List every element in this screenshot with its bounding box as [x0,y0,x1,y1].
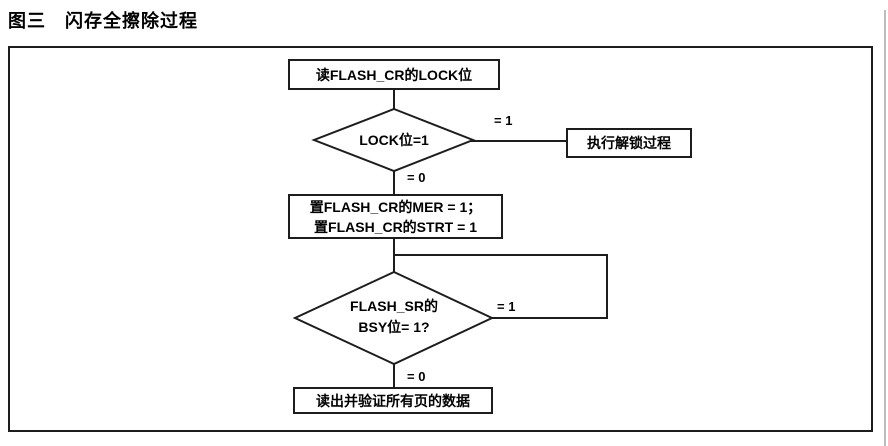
connector-bsy-loop [394,254,608,319]
verify-data-text: 读出并验证所有页的数据 [316,392,470,409]
branch-eq0-top-label: = 0 [407,170,426,185]
unlock-process-text: 执行解锁过程 [587,135,671,151]
figure-name: 闪存全擦除过程 [65,11,198,31]
branch-eq1-top-label: = 1 [494,113,513,128]
bsy-decision-text-line1: FLASH_SR的 [350,298,438,314]
bsy-decision-label: FLASH_SR的 BSY位= 1? [294,296,494,338]
branch-eq1-loop-label: = 1 [497,299,516,314]
read-lock-text: 读FLASH_CR的LOCK位 [315,66,473,83]
verify-data-box: 读出并验证所有页的数据 [293,387,493,414]
set-mer-text: 置FLASH_CR的MER = 1； [309,198,482,215]
bsy-decision-diamond [292,270,495,366]
figure-caption: 图三 闪存全擦除过程 [8,7,198,33]
figure-label: 图三 [8,11,46,31]
page-edge-artifact [884,10,886,446]
bsy-decision-text-line2: BSY位= 1? [358,319,430,335]
set-mer-strt-box: 置FLASH_CR的MER = 1； 置FLASH_CR的STRT = 1 [288,194,503,239]
branch-eq0-bottom-label: = 0 [407,369,426,384]
read-lock-box: 读FLASH_CR的LOCK位 [288,59,500,90]
unlock-process-box: 执行解锁过程 [566,128,692,158]
set-strt-text: 置FLASH_CR的STRT = 1 [314,218,477,235]
lock-decision-label: LOCK位=1 [294,130,494,151]
lock-decision-text: LOCK位=1 [359,132,429,148]
lock-decision-diamond [311,107,476,173]
diagram-frame [8,46,873,432]
